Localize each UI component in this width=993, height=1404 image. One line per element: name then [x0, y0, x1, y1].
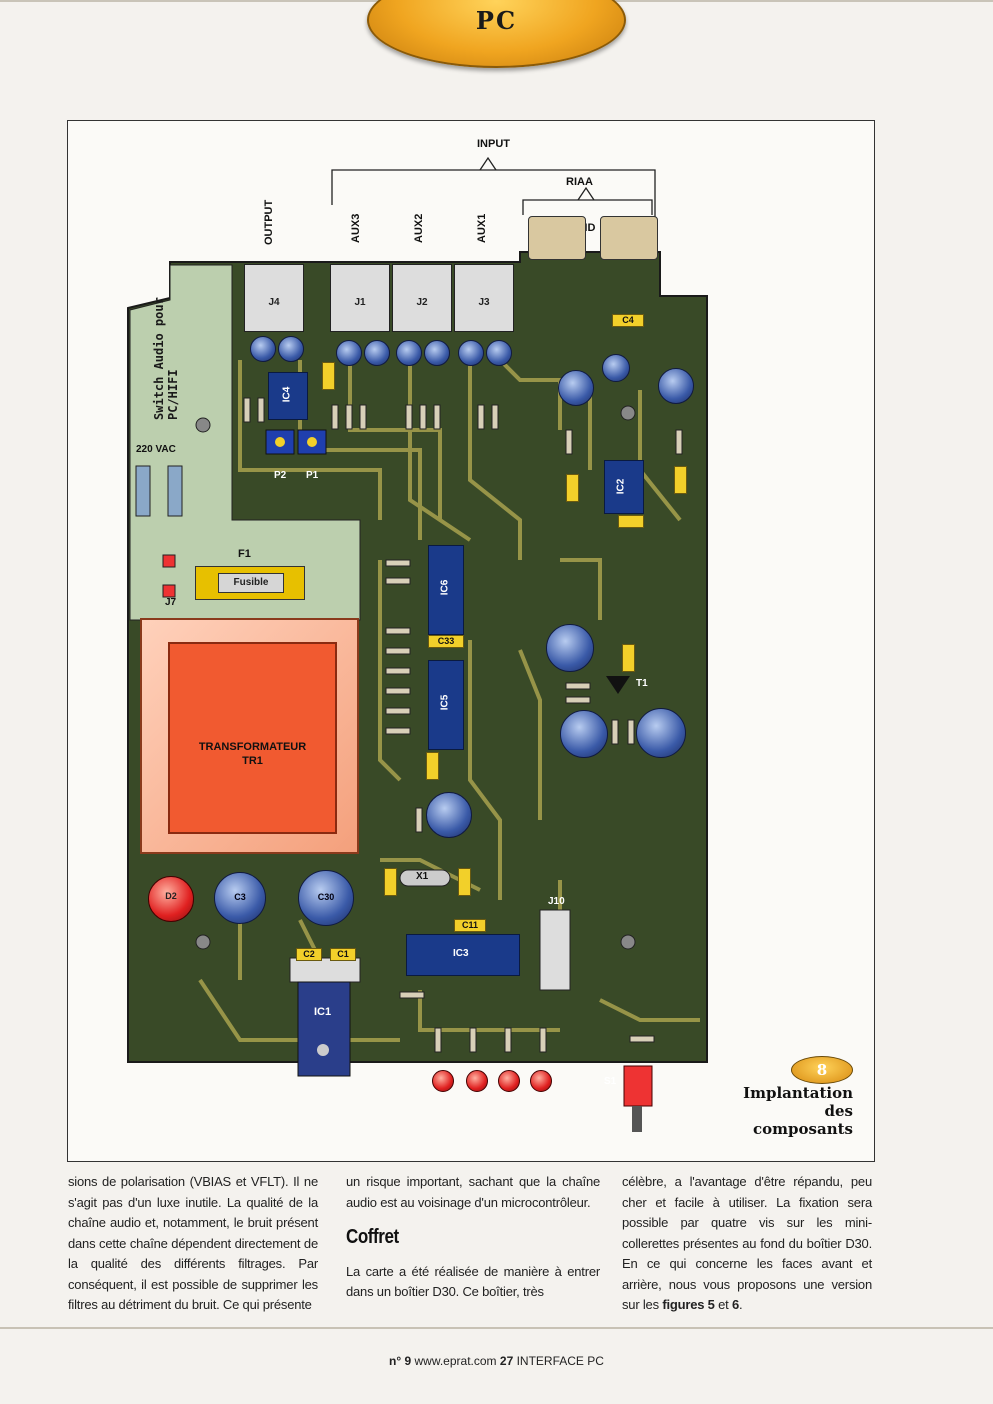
riaa-jack-left — [528, 216, 586, 260]
paragraph: célèbre, a l'avantage d'être répandu, pe… — [622, 1174, 872, 1312]
section-heading: Coffret — [346, 1226, 399, 1248]
capacitor-c14 — [658, 368, 694, 404]
section-tab-label: PC — [475, 6, 518, 35]
x1-label: X1 — [416, 871, 429, 882]
riaa-label: RIAA — [566, 176, 593, 188]
transformer-label: TRANSFORMATEUR TR1 — [198, 741, 307, 767]
capacitor-c12 — [458, 868, 471, 896]
capacitor-c22 — [364, 340, 390, 366]
led-d6 — [530, 1070, 552, 1092]
bottom-rule — [0, 1327, 993, 1329]
input-label: INPUT — [477, 138, 510, 150]
capacitor-c31 — [560, 710, 608, 758]
aux1-label: AUX1 — [476, 213, 488, 243]
capacitor-c18 — [458, 340, 484, 366]
figure-caption: Implantation des composants — [743, 1084, 853, 1138]
website: www.eprat.com — [414, 1354, 497, 1368]
capacitor-c19 — [424, 340, 450, 366]
capacitor-c1: C1 — [330, 948, 356, 961]
capacitor-c32 — [426, 792, 472, 838]
aux2-label: AUX2 — [413, 213, 425, 243]
transformer: TRANSFORMATEUR TR1 — [140, 618, 359, 854]
capacitor-c17 — [486, 340, 512, 366]
capacitor-c29 — [322, 362, 335, 390]
capacitor-c4: C4 — [612, 314, 644, 327]
capacitor-c3: C3 — [214, 872, 266, 924]
paragraph: La carte a été réalisée de manière à ent… — [346, 1263, 600, 1300]
paragraph: sions de polarisation (VBIAS et VFLT). I… — [68, 1174, 318, 1312]
j7-label: J7 — [165, 597, 177, 608]
ic5: IC5 — [428, 660, 464, 750]
capacitor-c33: C33 — [428, 635, 464, 648]
capacitor-c28 — [636, 708, 686, 758]
p1-label: P1 — [306, 470, 319, 481]
jack-j2: J2 — [392, 264, 452, 332]
led-d4 — [466, 1070, 488, 1092]
transformer-core: TRANSFORMATEUR TR1 — [168, 642, 337, 834]
capacitor-c21 — [336, 340, 362, 366]
fuse: Fusible — [195, 566, 305, 600]
text-column-2: un risque important, sachant que la chaî… — [346, 1172, 600, 1303]
page-number: 27 — [499, 1354, 514, 1368]
capacitor-c8 — [618, 515, 644, 528]
capacitor-c11: C11 — [454, 919, 486, 932]
capacitor-c15 — [558, 370, 594, 406]
ic2: IC2 — [604, 460, 644, 514]
fuse-label: Fusible — [218, 573, 284, 593]
text-column-1: sions de polarisation (VBIAS et VFLT). I… — [68, 1172, 318, 1316]
fuse-ref-label: F1 — [238, 548, 251, 560]
magazine-name: INTERFACE PC — [516, 1354, 604, 1368]
figure-ref-5: figures 5 — [662, 1297, 715, 1312]
output-label: OUTPUT — [263, 199, 275, 245]
jack-j4: J4 — [244, 264, 304, 332]
capacitor-c20 — [396, 340, 422, 366]
aux3-label: AUX3 — [350, 213, 362, 243]
text-column-3: célèbre, a l'avantage d'être répandu, pe… — [622, 1172, 872, 1316]
board-silkscreen-text: Switch Audio pour PC/HIFI — [152, 297, 180, 420]
figure-ref-6: 6 — [731, 1297, 739, 1312]
jack-j1: J1 — [330, 264, 390, 332]
riaa-jack-right — [600, 216, 658, 260]
capacitor-c10 — [566, 474, 579, 502]
j10-label: J10 — [548, 896, 565, 907]
paragraph: un risque important, sachant que la chaî… — [346, 1174, 600, 1210]
capacitor-c30: C30 — [298, 870, 354, 926]
vac-label: 220 VAC — [136, 444, 176, 455]
capacitor-c24 — [622, 644, 635, 672]
capacitor-c2: C2 — [296, 948, 322, 961]
p2-label: P2 — [274, 470, 287, 481]
capacitor-c18b — [384, 868, 397, 896]
ic6: IC6 — [428, 545, 464, 635]
ic1-label: IC1 — [314, 1006, 332, 1018]
figure-number-badge: 8 — [791, 1056, 853, 1084]
capacitor-c7 — [674, 466, 687, 494]
t1-label: T1 — [636, 678, 648, 689]
jack-j3: J3 — [454, 264, 514, 332]
capacitor-c25 — [250, 336, 276, 362]
diode-bridge-d2: D2 — [148, 876, 194, 922]
capacitor-c16 — [602, 354, 630, 382]
led-d5 — [498, 1070, 520, 1092]
capacitor-c26b — [278, 336, 304, 362]
s1-label: S1 — [604, 1076, 617, 1087]
capacitor-c26 — [546, 624, 594, 672]
led-d3 — [432, 1070, 454, 1092]
capacitor-c23 — [426, 752, 439, 780]
page-footer: n° 9 www.eprat.com 27 INTERFACE PC — [0, 1354, 993, 1368]
ic3: IC3 — [406, 934, 520, 976]
ic4: IC4 — [268, 372, 308, 420]
issue-number: n° 9 — [389, 1354, 412, 1368]
